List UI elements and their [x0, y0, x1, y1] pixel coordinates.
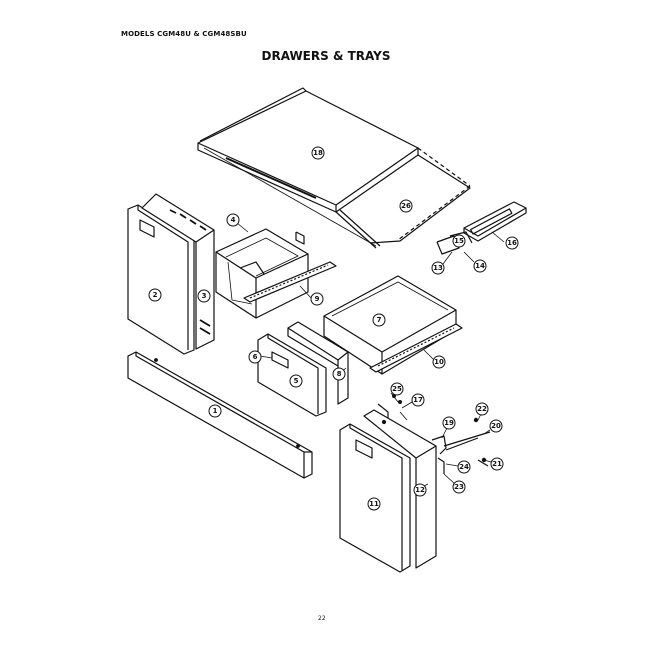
callout-11-label: 11	[369, 500, 379, 508]
callout-6: 6	[248, 350, 262, 364]
callout-20-label: 20	[491, 422, 501, 430]
callout-16: 16	[505, 236, 519, 250]
callout-8: 8	[332, 367, 346, 381]
callout-17-label: 17	[413, 396, 423, 404]
callout-12-label: 12	[415, 486, 425, 494]
right-drawer-part	[323, 275, 463, 375]
callout-26-label: 26	[401, 202, 411, 210]
callout-2-label: 2	[153, 291, 158, 299]
callout-4: 4	[226, 213, 240, 227]
callout-21-label: 21	[492, 460, 502, 468]
small-drawer-front-part	[257, 321, 349, 417]
callout-22: 22	[475, 402, 489, 416]
callout-5-label: 5	[294, 377, 299, 385]
callout-12: 12	[413, 483, 427, 497]
callout-17: 17	[411, 393, 425, 407]
left-door-part	[127, 193, 215, 355]
callout-23: 23	[452, 480, 466, 494]
callout-2: 2	[148, 288, 162, 302]
callout-4-label: 4	[231, 216, 236, 224]
callout-25: 25	[390, 382, 404, 396]
callout-24: 24	[457, 460, 471, 474]
page-number: 22	[318, 615, 326, 622]
models-heading: MODELS CGM48U & CGM48SBU	[121, 30, 247, 38]
callout-14: 14	[473, 259, 487, 273]
callout-20: 20	[489, 419, 503, 433]
callouts: 1 2 3 4 5 6 7 8 9 10 11 12 13 14 15 16 1…	[148, 146, 519, 511]
callout-1: 1	[208, 404, 222, 418]
callout-15-label: 15	[454, 237, 464, 245]
callout-6-label: 6	[253, 353, 258, 361]
title-text: DRAWERS & TRAYS	[261, 49, 391, 63]
left-drawer-part	[215, 228, 337, 319]
page-title: DRAWERS & TRAYS	[0, 49, 650, 63]
callout-23-label: 23	[454, 483, 464, 491]
callout-22-label: 22	[477, 405, 487, 413]
callout-13-label: 13	[433, 264, 443, 272]
callout-25-label: 25	[392, 385, 402, 393]
callout-16-label: 16	[507, 239, 517, 247]
callout-18-label: 18	[313, 149, 323, 157]
callout-3: 3	[197, 289, 211, 303]
small-tray-part	[436, 201, 527, 255]
callout-10-label: 10	[434, 358, 444, 366]
callout-19: 19	[442, 416, 456, 430]
top-tray-part	[197, 87, 471, 249]
callout-21: 21	[490, 457, 504, 471]
callout-15: 15	[452, 234, 466, 248]
callout-10: 10	[432, 355, 446, 369]
callout-9-label: 9	[315, 295, 320, 303]
hinge-hardware-part	[392, 394, 491, 474]
callout-19-label: 19	[444, 419, 454, 427]
callout-7: 7	[372, 313, 386, 327]
callout-1-label: 1	[213, 407, 218, 415]
callout-5: 5	[289, 374, 303, 388]
callout-11: 11	[367, 497, 381, 511]
callout-13: 13	[431, 261, 445, 275]
callout-9: 9	[310, 292, 324, 306]
callout-8-label: 8	[337, 370, 342, 378]
callout-7-label: 7	[377, 316, 382, 324]
callout-24-label: 24	[459, 463, 469, 471]
callout-26: 26	[399, 199, 413, 213]
callout-3-label: 3	[202, 292, 207, 300]
callout-18: 18	[311, 146, 325, 160]
callout-14-label: 14	[475, 262, 485, 270]
